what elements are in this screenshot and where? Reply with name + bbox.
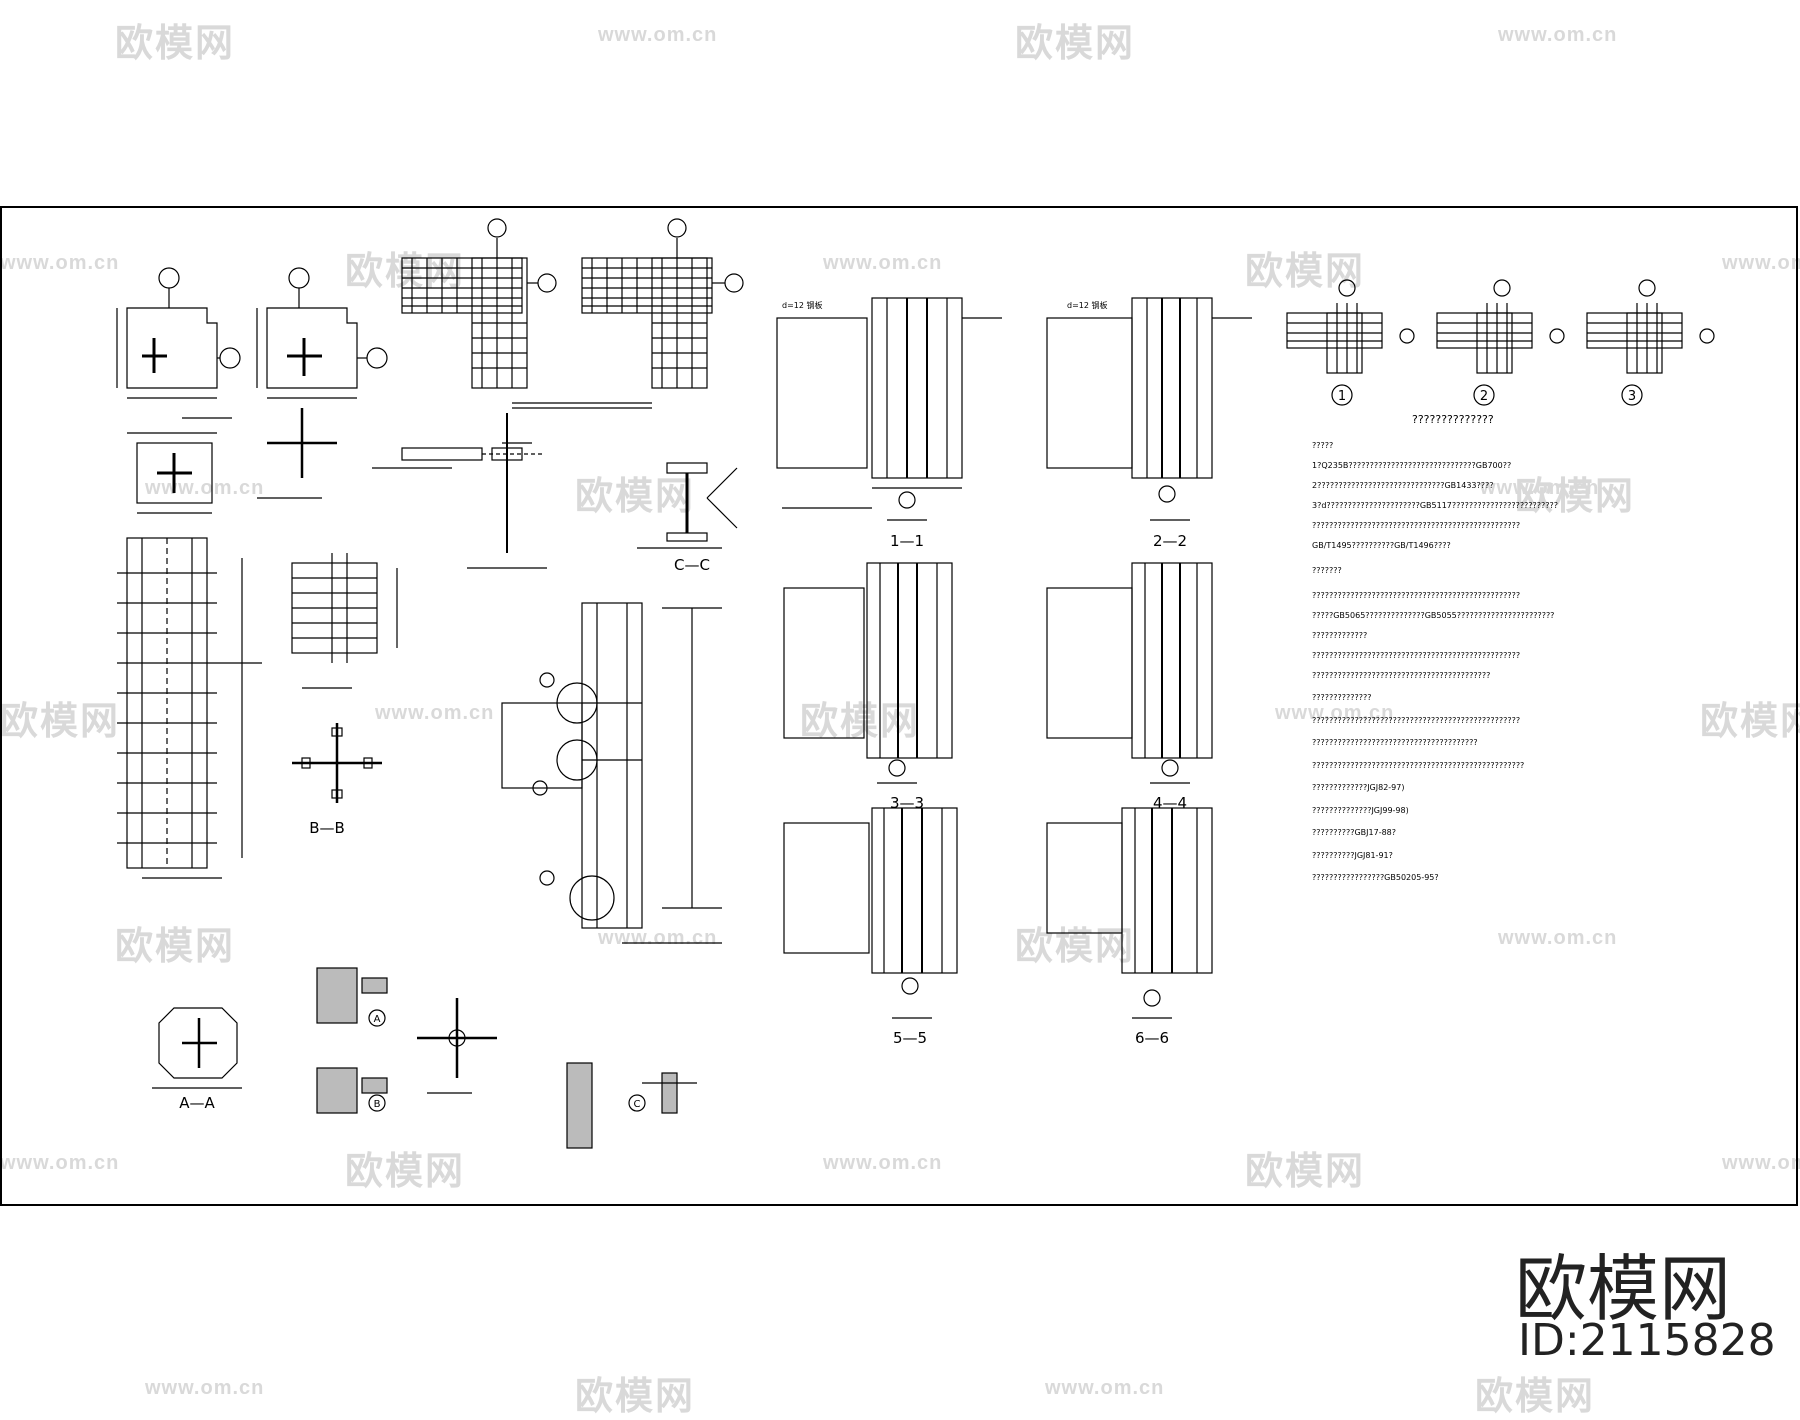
section-label: 5—5 <box>893 1029 927 1047</box>
drawing-sheet: 1—1 2—2 3—3 4—4 5—5 6—6 A—A B—B C—C A B … <box>0 206 1798 1206</box>
column-elevation <box>117 537 262 879</box>
section-a-a <box>152 1007 242 1089</box>
section-label: 3—3 <box>890 794 924 812</box>
watermark-brand: 欧模网 <box>345 1151 466 1193</box>
note-line: 2??????????????????????????????GB1433???… <box>1312 481 1494 490</box>
rebar-grid-2 <box>581 218 744 389</box>
section-label: A—A <box>179 1094 215 1112</box>
central-column <box>501 602 722 944</box>
note-line: ????????????????????????????????????????… <box>1312 521 1520 530</box>
watermark-brand: 欧模网 <box>575 476 696 518</box>
section-label: 6—6 <box>1135 1029 1169 1047</box>
watermark-url: www.om.cn <box>375 702 495 724</box>
note-line: ??????????JGJ81-91? <box>1312 851 1393 860</box>
section-label: 1—1 <box>890 532 924 550</box>
section-c-c <box>637 462 738 549</box>
note-line: ?????????????JGJ82-97) <box>1312 783 1404 792</box>
detail-marker: A <box>374 1014 381 1025</box>
note-line: 3?d??????????????????????GB5117?????????… <box>1312 501 1558 510</box>
watermark-brand: 欧模网 <box>1245 1151 1366 1193</box>
plan-section-2 <box>256 267 388 399</box>
rebar-grid-detail-3 <box>1586 279 1715 406</box>
section-6-6 <box>1046 807 1213 1019</box>
note-line: ????????????????????????????????????????… <box>1312 651 1520 660</box>
watermark-url: www.om.cn <box>823 1152 943 1174</box>
watermark-brand: 欧模网 <box>1700 701 1800 743</box>
section-b-b <box>292 723 382 803</box>
watermark-brand: 欧模网 <box>1515 476 1636 518</box>
notes-block: ????? 1?Q235B???????????????????????????… <box>1312 441 1558 882</box>
watermark-url: www.om.cn <box>1275 702 1395 724</box>
section-1-1 <box>776 297 1002 521</box>
note-line: ??????? <box>1312 566 1342 575</box>
cross-detail-small <box>417 998 497 1094</box>
watermark-url: www.om.cn <box>1480 477 1600 499</box>
notes-heading: ?????????????? <box>1412 413 1494 426</box>
note-line: ??????????????JGJ99-98) <box>1312 806 1409 815</box>
weld-detail-c <box>566 1062 697 1149</box>
section-2-2 <box>1046 297 1252 521</box>
watermark-url: www.om.cn <box>145 1377 265 1399</box>
note-line: ????????????????????????????????????????… <box>1312 761 1524 770</box>
watermark-brand: 欧模网 <box>115 926 236 968</box>
rebar-grid-1 <box>401 218 652 409</box>
beam-elevation-1 <box>372 413 547 569</box>
leader-note: d=12 钢板 <box>1067 300 1108 310</box>
leader-note: d=12 钢板 <box>782 300 823 310</box>
detail-marker: C <box>634 1099 641 1110</box>
plan-section-3 <box>127 432 217 514</box>
steel-cross-1 <box>257 408 337 499</box>
section-4-4 <box>1046 562 1213 784</box>
watermark-url: www.om.cn <box>0 1152 120 1174</box>
note-line: ????????????????????????????????????????… <box>1312 716 1520 725</box>
watermark-url: www.om.cn <box>1498 927 1618 949</box>
note-line: ????????????? <box>1312 631 1367 640</box>
note-line: ????????????????????????????????????????… <box>1312 671 1490 680</box>
watermark-brand: 欧模网 <box>0 701 121 743</box>
watermark-url: www.om.cn <box>1722 252 1800 274</box>
watermark-brand: 欧模网 <box>1245 251 1366 293</box>
section-label: B—B <box>309 819 345 837</box>
section-5-5 <box>783 807 958 1019</box>
brand-id: ID:2115828 <box>1518 1315 1776 1366</box>
circle-number: 1 <box>1338 389 1346 404</box>
note-line: 1?Q235B??????????????????????????????GB7… <box>1312 461 1511 470</box>
watermark-brand: 欧模网 <box>115 23 236 65</box>
rebar-detail-b <box>291 553 398 689</box>
watermark-brand: 欧模网 <box>575 1376 696 1418</box>
watermark-url: www.om.cn <box>1498 24 1618 46</box>
circle-number: 2 <box>1480 389 1488 404</box>
weld-detail-a <box>316 967 388 1027</box>
note-line: ??????????????????????????????????????? <box>1312 738 1478 747</box>
section-3-3 <box>783 562 953 784</box>
note-line: ?????????????? <box>1312 693 1371 702</box>
circle-number: 3 <box>1628 389 1636 404</box>
watermark-url: www.om.cn <box>1722 1152 1800 1174</box>
rebar-grid-detail-1 <box>1286 279 1415 406</box>
weld-detail-b <box>316 1067 388 1114</box>
note-line: ?????GB5065??????????????GB5055?????????… <box>1312 611 1554 620</box>
watermark-url: www.om.cn <box>1045 1377 1165 1399</box>
brand-logo: 欧模网 <box>1515 1247 1732 1331</box>
watermark-brand: 欧模网 <box>1015 23 1136 65</box>
section-label: 4—4 <box>1153 794 1187 812</box>
section-label: C—C <box>674 556 710 574</box>
rebar-grid-detail-2 <box>1436 279 1565 406</box>
note-line: ??????????GBJ17-88? <box>1312 828 1396 837</box>
watermark-url: www.om.cn <box>0 252 120 274</box>
watermark-url: www.om.cn <box>598 24 718 46</box>
note-line: ????????????????????????????????????????… <box>1312 591 1520 600</box>
watermark-url: www.om.cn <box>823 252 943 274</box>
cad-drawing: 1—1 2—2 3—3 4—4 5—5 6—6 A—A B—B C—C A B … <box>116 218 1715 1149</box>
section-label: 2—2 <box>1153 532 1187 550</box>
detail-marker: B <box>374 1099 381 1110</box>
note-line: GB/T1495??????????GB/T1496???? <box>1312 541 1451 550</box>
note-line: ????? <box>1312 441 1333 450</box>
plan-section-1 <box>116 267 241 419</box>
watermark-brand: 欧模网 <box>1475 1376 1596 1418</box>
note-line: ?????????????????GB50205-95? <box>1312 873 1439 882</box>
